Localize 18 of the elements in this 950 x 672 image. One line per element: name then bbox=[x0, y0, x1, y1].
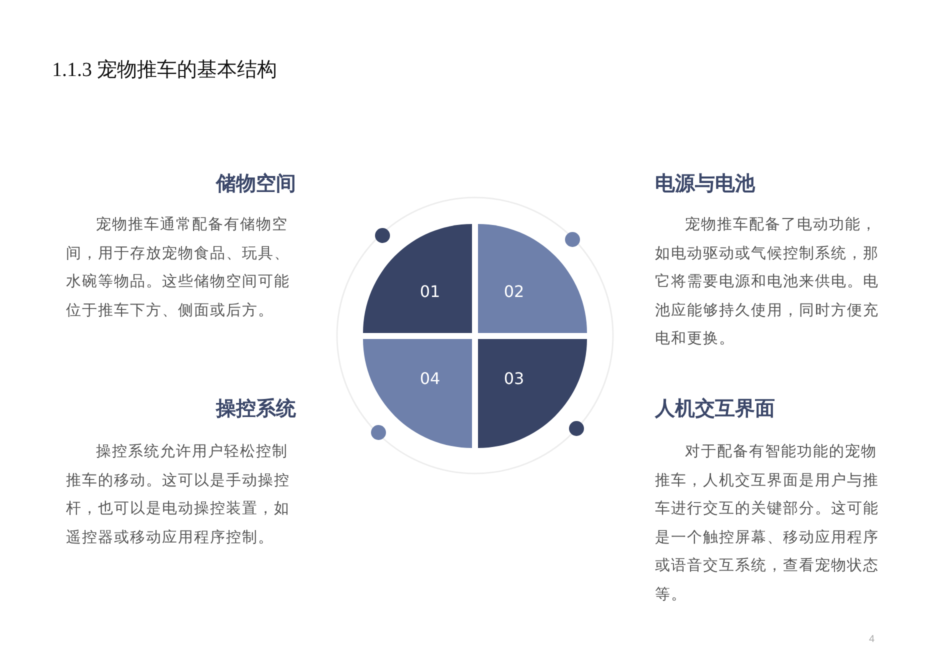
segment-number: 02 bbox=[504, 283, 524, 301]
quadrant-segment bbox=[363, 338, 472, 448]
page-number: 4 bbox=[869, 634, 875, 646]
segment-number: 04 bbox=[420, 370, 440, 388]
quadrant-segment bbox=[478, 338, 587, 448]
quadrant-segment bbox=[363, 224, 472, 332]
quadrant-segment bbox=[478, 224, 587, 332]
segment-number: 03 bbox=[504, 370, 524, 388]
section-heading: 操控系统 bbox=[216, 395, 296, 421]
section-description: 宠物推车通常配备有储物空间，用于存放宠物食品、玩具、水碗等物品。这些储物空间可能位于推车下方、侧面或后方。 bbox=[66, 214, 291, 320]
section-heading: 人机交互界面 bbox=[655, 395, 775, 421]
section-heading: 电源与电池 bbox=[655, 170, 755, 196]
section-description: 对于配备有智能功能的宠物推车，人机交互界面是用户与推车进行交互的关键部分。这可能是一个触控屏幕、移动应用程序或语音交互系统，查看宠物状态等。 bbox=[655, 441, 880, 604]
section-description: 宠物推车配备了电动功能，如电动驱动或气候控制系统，那它将需要电源和电池来供电。电池应能够持久使用，同时方便充电和更换。 bbox=[655, 214, 880, 349]
segment-number: 01 bbox=[420, 283, 440, 301]
section-heading: 储物空间 bbox=[216, 170, 296, 196]
page-title: 1.1.3 宠物推车的基本结构 bbox=[52, 58, 277, 83]
section-description: 操控系统允许用户轻松控制推车的移动。这可以是手动操控杆，也可以是电动操控装置，如遥控器或移动应用程序控制。 bbox=[66, 441, 291, 548]
